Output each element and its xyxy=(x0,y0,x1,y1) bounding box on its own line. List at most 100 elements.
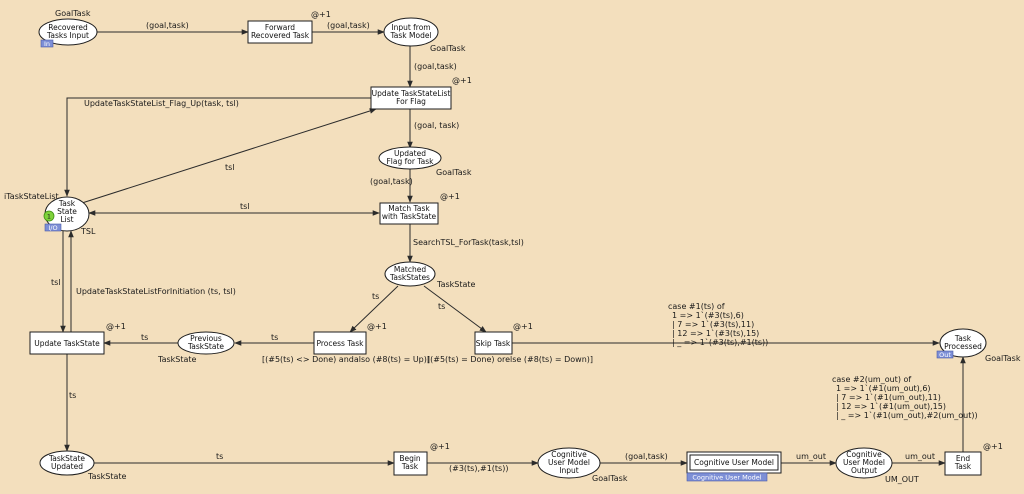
subpage-tag-label: Cognitive User Model xyxy=(692,474,761,482)
inscription-process-previous: ts xyxy=(271,333,278,342)
transition-label: Skip Task xyxy=(476,339,511,348)
transition-process-task[interactable]: Process Task @+1 [(#5(ts) <> Done) andal… xyxy=(262,322,430,364)
place-type-label: GoalTask xyxy=(592,474,628,483)
transition-time: @+1 xyxy=(452,76,472,85)
inscription-input-update-flag: (goal,task) xyxy=(414,62,457,71)
transition-time: @+1 xyxy=(367,322,387,331)
port-tag-label: I/O xyxy=(48,224,57,232)
arcs-layer xyxy=(60,29,966,466)
transition-guard: [(#5(ts) <> Done) andalso (#8(ts) = Up)] xyxy=(262,355,430,364)
transition-cognitive-user-model[interactable]: Cognitive User Model Cognitive User Mode… xyxy=(686,451,782,482)
skip-case-line-1: case #1(ts) of xyxy=(668,302,725,311)
transition-time: @+1 xyxy=(430,442,450,451)
inscription-cum-input: (goal,task) xyxy=(625,452,668,461)
place-initial-marking: TSL xyxy=(80,227,96,236)
arc-matched-to-process[interactable] xyxy=(349,285,399,333)
place-type-label: UM_OUT xyxy=(885,475,919,484)
inscription-begin-out: (#3(ts),#1(ts)) xyxy=(449,464,508,473)
inscription-flag-up: UpdateTaskStateList_Flag_Up(task, tsl) xyxy=(84,99,239,108)
port-tag-label: In xyxy=(44,40,50,48)
inscription-cum-output-end: um_out xyxy=(905,452,935,461)
transition-label: Process Task xyxy=(316,339,364,348)
arc-inscriptions: (goal,task) (goal,task) (goal,task) (goa… xyxy=(51,21,978,473)
skip-case-line-5: | _ => 1`(#3(ts),#1(ts)) xyxy=(672,337,768,347)
place-type-label: GoalTask xyxy=(985,354,1021,363)
inscription-tsl-match: tsl xyxy=(240,202,250,211)
inscription-matched-process: ts xyxy=(372,292,379,301)
inscription-update-for-init: UpdateTaskStateListForInitiation (ts, ts… xyxy=(76,287,236,296)
inscription-cum-out: um_out xyxy=(796,452,826,461)
inscription-end-case: case #2(um_out) of 1 => 1`(#1(um_out),6)… xyxy=(832,375,978,420)
transition-time: @+1 xyxy=(440,192,460,201)
inscription-ts-begin: ts xyxy=(216,452,223,461)
port-tag-io xyxy=(44,223,62,232)
transition-label: Update TaskState xyxy=(34,339,100,348)
transition-label: Cognitive User Model xyxy=(694,458,774,467)
transition-time: @+1 xyxy=(106,322,126,331)
inscription-update-ts-updated: ts xyxy=(69,391,76,400)
inscription-tsl-down: tsl xyxy=(51,278,61,287)
skip-case-line-4: | 12 => 1`(#3(ts),15) xyxy=(672,328,759,338)
place-type-label: TaskState xyxy=(157,355,197,364)
inscription-updated-match: (goal,task) xyxy=(370,177,413,186)
port-tag-out xyxy=(936,350,954,359)
marking-token-label: 1 xyxy=(47,213,51,221)
transition-guard: [(#5(ts) = Done) orelse (#8(ts) = Down)] xyxy=(427,355,593,364)
arc-matched-to-skip[interactable] xyxy=(423,285,487,333)
place-type-label: GoalTask xyxy=(436,168,472,177)
transition-skip-task[interactable]: Skip Task @+1 [(#5(ts) = Done) orelse (#… xyxy=(427,322,593,364)
inscription-previous-update: ts xyxy=(141,333,148,342)
arc-tsl-to-update-flag[interactable] xyxy=(81,108,377,204)
inscription-skip-case: case #1(ts) of 1 => 1`(#3(ts),6) | 7 => … xyxy=(668,302,768,347)
place-type-label: GoalTask xyxy=(55,9,91,18)
inscription-update-flag-updated: (goal, task) xyxy=(414,121,459,130)
port-tag-label: Out xyxy=(939,351,951,359)
arc-update-flag-to-tsl[interactable] xyxy=(64,97,371,197)
transition-time: @+1 xyxy=(983,442,1003,451)
transition-time: @+1 xyxy=(513,322,533,331)
place-type-label: TaskState xyxy=(436,280,476,289)
inscription-tsl-diagonal: tsl xyxy=(225,163,235,172)
transition-time: @+1 xyxy=(311,10,331,19)
place-type-label: GoalTask xyxy=(430,44,466,53)
inscription-recovered-forward: (goal,task) xyxy=(146,21,189,30)
place-type-label: TaskState xyxy=(87,472,127,481)
port-tag-in xyxy=(40,39,54,48)
end-case-line-4: | 12 => 1`(#1(um_out),15) xyxy=(836,401,946,411)
skip-case-line-3: | 7 => 1`(#3(ts),11) xyxy=(672,319,754,329)
marking-token-count xyxy=(43,210,55,222)
end-case-line-5: | _ => 1`(#1(um_out),#2(um_out)) xyxy=(836,410,978,420)
subpage-tag[interactable] xyxy=(686,472,768,482)
transition-update-taskstate[interactable]: Update TaskState @+1 xyxy=(29,322,126,355)
